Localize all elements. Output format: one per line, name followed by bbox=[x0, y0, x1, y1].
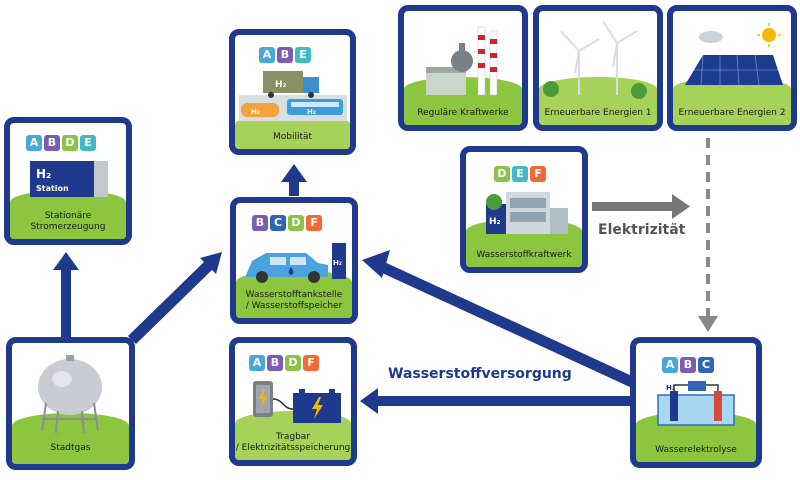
bus-h2-text: H₂ bbox=[307, 108, 316, 116]
pump-h2-text: H₂ bbox=[333, 259, 342, 267]
arrow-filling-to-mobility-head bbox=[281, 164, 307, 182]
label-portable: Tragbar / Elektrizitätsspeicherung bbox=[235, 432, 351, 454]
arrow-electricity-head bbox=[672, 194, 690, 219]
arrow-solar-to-electrolysis-head bbox=[698, 316, 718, 332]
badge-f: F bbox=[530, 166, 546, 182]
badge-b: B bbox=[267, 355, 283, 371]
label-portable-line1: Tragbar bbox=[275, 432, 311, 442]
label-filling-line2: / Wasserstoffspeicher bbox=[245, 301, 343, 311]
arrow-citygas-to-filling bbox=[128, 260, 214, 344]
electrolysis-icon: H₂ bbox=[657, 381, 735, 426]
arrow-citygas-to-filling-head bbox=[200, 252, 222, 274]
card-filling-station[interactable]: B C D F H₂ Wasserstofftankstelle / Wasse… bbox=[230, 197, 358, 324]
car-h2-text: H₂ bbox=[251, 108, 260, 116]
badge-e: E bbox=[80, 135, 96, 151]
badge-a: A bbox=[662, 357, 678, 373]
electrolysis-h2-text: H₂ bbox=[666, 384, 675, 392]
plant-h2-text: H₂ bbox=[489, 217, 501, 227]
station-h2-text: H₂ bbox=[36, 167, 51, 181]
card-water-electrolysis[interactable]: A B C H₂ Wasserelektrolyse bbox=[630, 337, 762, 468]
badge-d: D bbox=[285, 355, 301, 371]
arrow-filling-to-mobility bbox=[289, 180, 299, 196]
badge-e: E bbox=[295, 47, 311, 63]
truck-h2-text: H₂ bbox=[275, 80, 287, 90]
wind-turbine-icon bbox=[543, 20, 647, 99]
label-mobility: Mobilität bbox=[272, 132, 313, 142]
card-city-gas[interactable]: Stadtgas bbox=[6, 337, 135, 470]
label-electrolysis: Wasserelektrolyse bbox=[655, 445, 737, 455]
arrow-electrolysis-to-portable bbox=[376, 396, 632, 406]
label-renew1: Erneuerbare Energien 1 bbox=[544, 108, 652, 118]
card-stationary-power[interactable]: A B D E H₂ Station Stationäre Stromerzeu… bbox=[4, 117, 132, 245]
badge-b: B bbox=[680, 357, 696, 373]
gas-tank-icon bbox=[38, 355, 102, 434]
vehicles-icon: H₂ H₂ H₂ bbox=[239, 71, 347, 121]
station-text: Station bbox=[36, 184, 69, 193]
card-portable-storage[interactable]: A B D F Tragbar / Elektrizitätsspeicheru… bbox=[229, 337, 357, 466]
label-stationary-line2: Stromerzeugung bbox=[30, 222, 106, 232]
badge-f: F bbox=[303, 355, 319, 371]
badge-b: B bbox=[252, 215, 268, 231]
badge-a: A bbox=[249, 355, 265, 371]
badge-d: D bbox=[288, 215, 304, 231]
card-mobility[interactable]: A B E H₂ H₂ H₂ Mobilität bbox=[229, 29, 356, 155]
arrow-electricity-body bbox=[592, 202, 674, 211]
label-stationary: Stationäre Stromerzeugung bbox=[10, 211, 126, 233]
label-regular: Reguläre Kraftwerke bbox=[417, 108, 509, 118]
card-renewable-1[interactable]: Erneuerbare Energien 1 bbox=[533, 5, 663, 131]
label-portable-line2: / Elektrizitätsspeicherung bbox=[235, 443, 351, 453]
label-filling-line1: Wasserstofftankstelle bbox=[245, 290, 343, 300]
power-plant-icon bbox=[426, 26, 498, 96]
badge-d: D bbox=[62, 135, 78, 151]
badge-b: B bbox=[44, 135, 60, 151]
arrow-citygas-to-stationary-head bbox=[53, 252, 79, 270]
card-h2-power-plant[interactable]: D E F H₂ Wasserstoffkraftwerk bbox=[460, 146, 588, 273]
card-regular-power-plants[interactable]: Reguläre Kraftwerke bbox=[398, 5, 528, 131]
badge-c: C bbox=[698, 357, 714, 373]
solar-panel-icon bbox=[685, 23, 783, 86]
label-citygas: Stadtgas bbox=[50, 443, 91, 453]
badge-f: F bbox=[306, 215, 322, 231]
flow-label-h2-supply: Wasserstoffversorgung bbox=[388, 366, 572, 382]
label-stationary-line1: Stationäre bbox=[44, 211, 92, 221]
badge-d: D bbox=[494, 166, 510, 182]
label-renew2: Erneuerbare Energien 2 bbox=[678, 108, 786, 118]
badge-c: C bbox=[270, 215, 286, 231]
card-renewable-2[interactable]: Erneuerbare Energien 2 bbox=[667, 5, 797, 131]
hydrogen-power-plant-icon: H₂ bbox=[486, 192, 568, 234]
fuel-cell-car-icon: H₂ bbox=[246, 243, 346, 283]
badge-a: A bbox=[26, 135, 42, 151]
arrow-electrolysis-to-filling-head bbox=[362, 250, 390, 278]
badge-e: E bbox=[512, 166, 528, 182]
h2-station-icon: H₂ Station bbox=[30, 161, 108, 197]
badge-a: A bbox=[259, 47, 275, 63]
label-h2plant: Wasserstoffkraftwerk bbox=[476, 250, 572, 260]
arrow-citygas-to-stationary bbox=[61, 268, 71, 340]
flow-label-electricity: Elektrizität bbox=[598, 222, 686, 238]
label-filling: Wasserstofftankstelle / Wasserstoffspeic… bbox=[236, 290, 352, 312]
arrow-electrolysis-to-filling bbox=[380, 260, 632, 388]
badge-b: B bbox=[277, 47, 293, 63]
arrow-electrolysis-to-portable-head bbox=[360, 388, 378, 414]
battery-icon bbox=[253, 381, 341, 423]
